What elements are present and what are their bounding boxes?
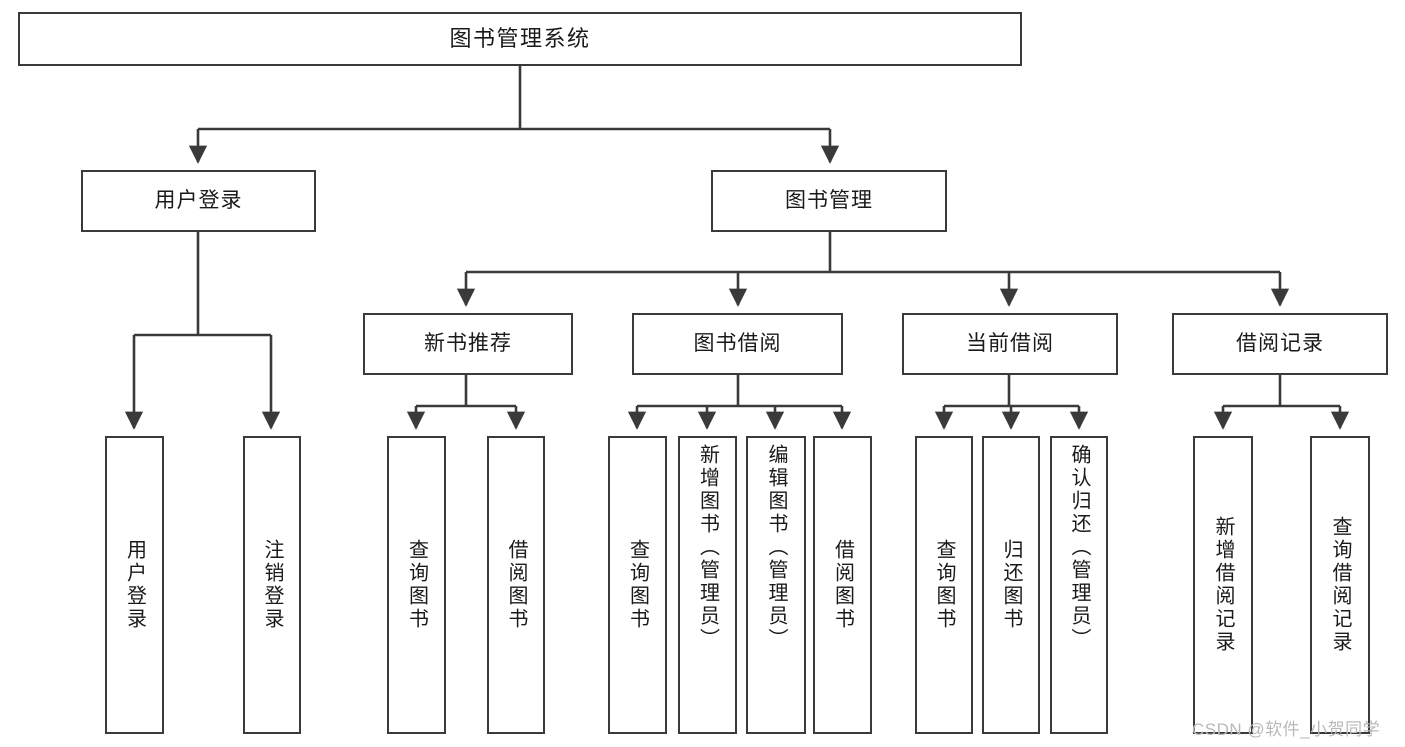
csdn-watermark: CSDN @软件_小贺同学 bbox=[1192, 720, 1381, 739]
leaf-cb-query-book[interactable]: 查询图书 bbox=[915, 436, 973, 734]
node-label: 用户登录 bbox=[123, 539, 146, 631]
leaf-cb-confirm-return-admin[interactable]: 确认归还（管理员） bbox=[1050, 436, 1108, 734]
node-current-borrowing[interactable]: 当前借阅 bbox=[902, 313, 1118, 375]
leaf-bb-edit-book-admin[interactable]: 编辑图书（管理员） bbox=[746, 436, 806, 734]
node-label: 查询图书 bbox=[933, 539, 955, 631]
node-label: 借阅记录 bbox=[1236, 331, 1324, 355]
node-book-borrowing[interactable]: 图书借阅 bbox=[632, 313, 843, 375]
node-label: 图书管理系统 bbox=[449, 26, 591, 52]
node-root-system[interactable]: 图书管理系统 bbox=[18, 12, 1022, 66]
node-label: 新书推荐 bbox=[424, 331, 512, 355]
node-label: 注销登录 bbox=[261, 539, 283, 631]
leaf-bb-add-book-admin[interactable]: 新增图书（管理员） bbox=[678, 436, 737, 734]
node-label: 图书管理 bbox=[785, 188, 873, 212]
node-label: 归还图书 bbox=[1000, 539, 1022, 631]
leaf-bb-borrow-book[interactable]: 借阅图书 bbox=[813, 436, 872, 734]
node-label: 查询借阅记录 bbox=[1329, 516, 1351, 654]
leaf-rec-borrow-book[interactable]: 借阅图书 bbox=[487, 436, 545, 734]
leaf-user-logout[interactable]: 注销登录 bbox=[243, 436, 301, 734]
node-label: 用户登录 bbox=[154, 188, 243, 212]
leaf-user-login[interactable]: 用户登录 bbox=[105, 436, 164, 734]
node-label: 新增借阅记录 bbox=[1212, 516, 1234, 654]
node-label: 借阅图书 bbox=[505, 539, 527, 631]
node-label: 查询图书 bbox=[405, 539, 428, 631]
node-label: 借阅图书 bbox=[831, 539, 854, 631]
node-label: 编辑图书（管理员） bbox=[765, 444, 787, 651]
node-new-book-recommendation[interactable]: 新书推荐 bbox=[363, 313, 573, 375]
leaf-cb-return-book[interactable]: 归还图书 bbox=[982, 436, 1040, 734]
node-borrowing-record[interactable]: 借阅记录 bbox=[1172, 313, 1388, 375]
node-label: 当前借阅 bbox=[966, 331, 1054, 355]
leaf-bb-query-book[interactable]: 查询图书 bbox=[608, 436, 667, 734]
node-label: 查询图书 bbox=[626, 539, 649, 631]
node-label: 图书借阅 bbox=[693, 331, 782, 355]
node-label: 新增图书（管理员） bbox=[696, 444, 719, 651]
node-user-login[interactable]: 用户登录 bbox=[81, 170, 316, 232]
node-book-management[interactable]: 图书管理 bbox=[711, 170, 947, 232]
leaf-br-add-record[interactable]: 新增借阅记录 bbox=[1193, 436, 1253, 734]
node-label: 确认归还（管理员） bbox=[1068, 444, 1090, 651]
leaf-rec-query-book[interactable]: 查询图书 bbox=[387, 436, 446, 734]
leaf-br-query-record[interactable]: 查询借阅记录 bbox=[1310, 436, 1370, 734]
